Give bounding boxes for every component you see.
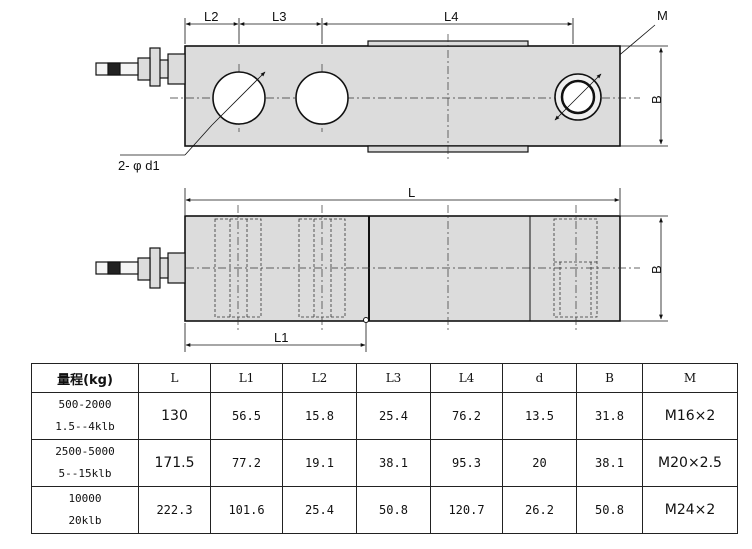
cell-m: M16×2	[642, 392, 738, 440]
cell-l2: 15.8	[282, 392, 357, 440]
header-b: B	[576, 363, 643, 393]
table-row: 500-2000 1.5--4klb 130 56.5 15.8 25.4 76.…	[31, 392, 738, 440]
cable-connector-side	[95, 247, 186, 289]
table-header-row: 量程(kg) L L1 L2 L3 L4 d B M	[31, 363, 738, 393]
spec-table: 量程(kg) L L1 L2 L3 L4 d B M 500-2000 1.5--…	[31, 363, 738, 534]
cell-l4: 95.3	[430, 439, 503, 487]
range-klb: 5--15klb	[58, 467, 112, 480]
header-l4: L4	[430, 363, 503, 393]
cell-d: 13.5	[502, 392, 577, 440]
cell-l3: 38.1	[356, 439, 431, 487]
range-klb: 20klb	[68, 514, 102, 527]
cell-range: 500-2000 1.5--4klb	[31, 392, 139, 440]
side-view-body	[184, 215, 621, 322]
header-l2: L2	[282, 363, 357, 393]
cell-l: 171.5	[138, 439, 211, 487]
dim-label-b-side: B	[649, 265, 664, 274]
cell-b: 31.8	[576, 392, 643, 440]
top-view: L2 L3 L4 B M 2- φ d1	[95, 8, 668, 173]
side-view: L B L1	[95, 185, 668, 352]
cell-l: 130	[138, 392, 211, 440]
header-d: d	[502, 363, 577, 393]
cell-range: 2500-5000 5--15klb	[31, 439, 139, 487]
cell-b: 38.1	[576, 439, 643, 487]
cell-d: 26.2	[502, 486, 577, 534]
dim-label-l1: L1	[274, 330, 288, 345]
range-kg: 500-2000	[58, 398, 112, 411]
hole-diameter-label: 2- φ d1	[118, 158, 160, 173]
header-l3: L3	[356, 363, 431, 393]
cell-l1: 101.6	[210, 486, 283, 534]
header-m: M	[642, 363, 738, 393]
cell-l3: 25.4	[356, 392, 431, 440]
dim-label-l2: L2	[204, 9, 218, 24]
cell-d: 20	[502, 439, 577, 487]
cell-l4: 76.2	[430, 392, 503, 440]
cell-l: 222.3	[138, 486, 211, 534]
cell-l2: 19.1	[282, 439, 357, 487]
table-row: 10000 20klb 222.3 101.6 25.4 50.8 120.7 2…	[31, 486, 738, 534]
dim-label-l4: L4	[444, 9, 458, 24]
cell-m: M24×2	[642, 486, 738, 534]
cell-l1: 56.5	[210, 392, 283, 440]
cell-l2: 25.4	[282, 486, 357, 534]
cell-l4: 120.7	[430, 486, 503, 534]
dim-label-l: L	[408, 185, 415, 200]
range-kg: 2500-5000	[55, 445, 115, 458]
mounting-hole-2	[295, 71, 349, 125]
header-l1: L1	[210, 363, 283, 393]
cell-l1: 77.2	[210, 439, 283, 487]
table-row: 2500-5000 5--15klb 171.5 77.2 19.1 38.1 9…	[31, 439, 738, 487]
dim-label-b-top: B	[649, 95, 664, 104]
dim-label-m: M	[657, 8, 668, 23]
range-kg: 10000	[68, 492, 102, 505]
cell-range: 10000 20klb	[31, 486, 139, 534]
cell-l3: 50.8	[356, 486, 431, 534]
range-klb: 1.5--4klb	[55, 420, 115, 433]
load-cell-drawing: L2 L3 L4 B M 2- φ d1	[95, 8, 668, 352]
cell-m: M20×2.5	[642, 439, 738, 487]
cell-b: 50.8	[576, 486, 643, 534]
dim-label-l3: L3	[272, 9, 286, 24]
header-l: L	[138, 363, 211, 393]
cable-connector-top	[95, 47, 186, 87]
header-range: 量程(kg)	[31, 363, 139, 393]
